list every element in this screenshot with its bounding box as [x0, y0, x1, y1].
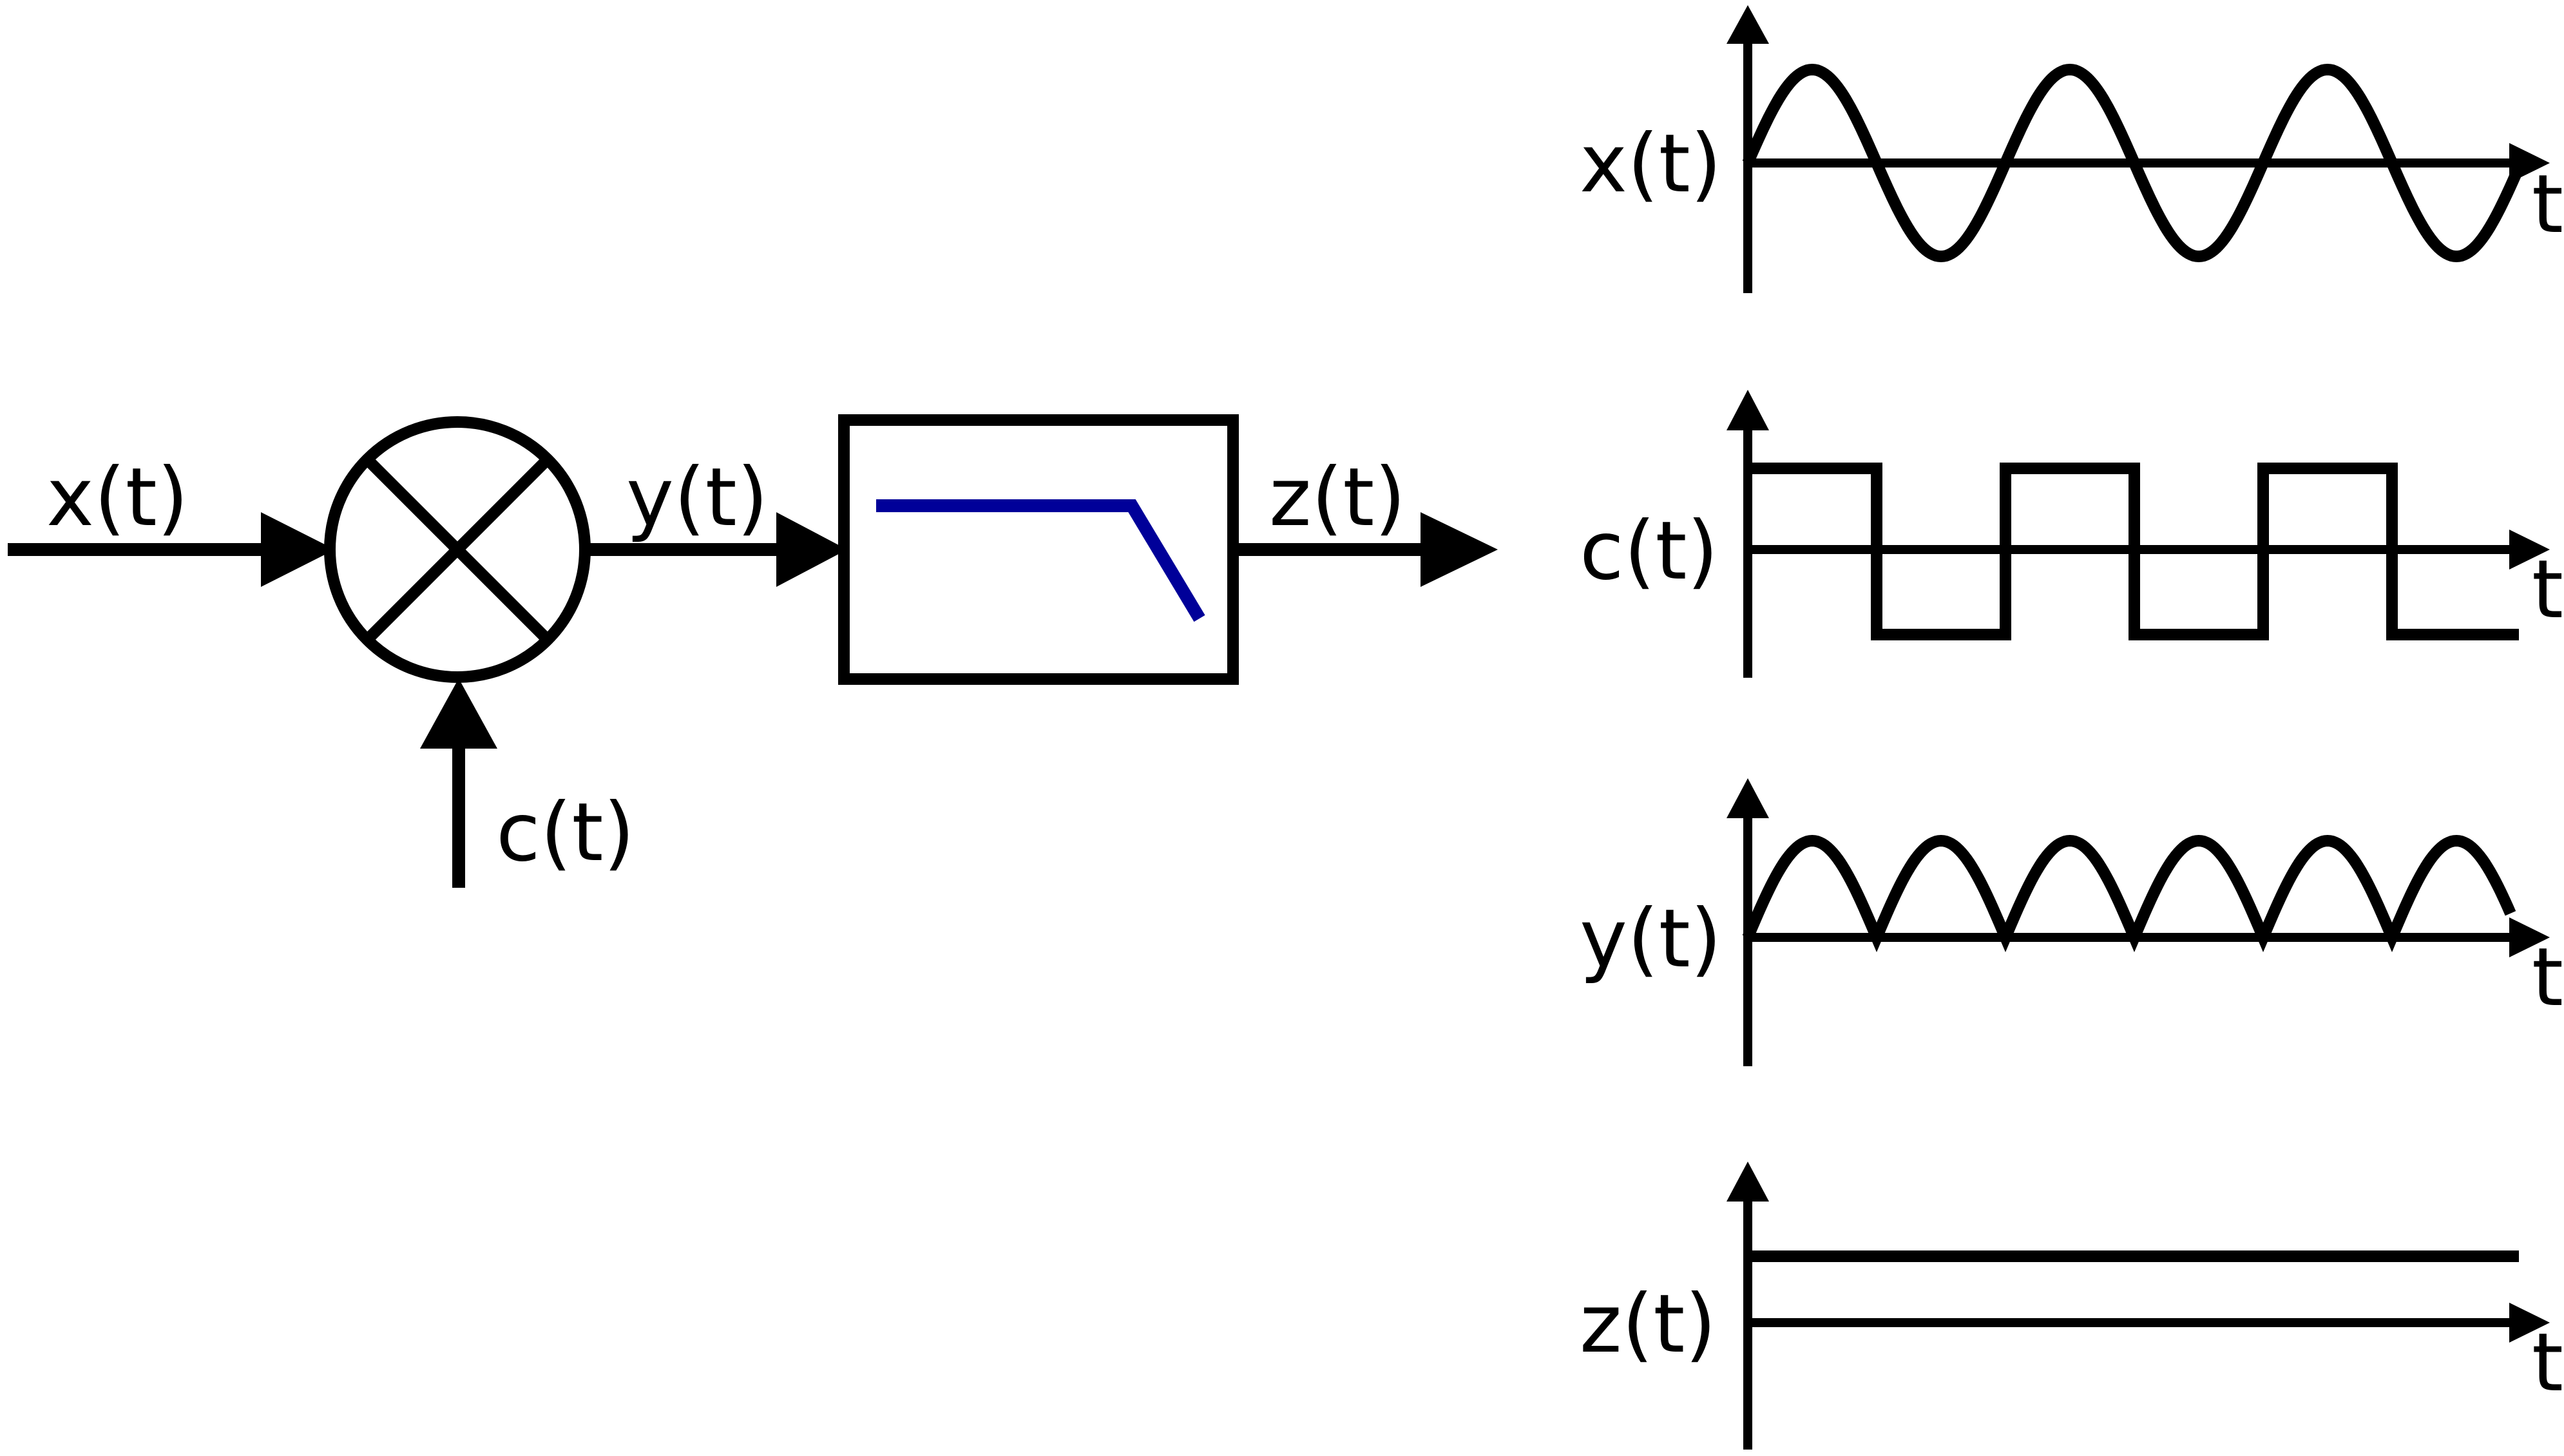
product-signal-label: y(t): [626, 451, 769, 544]
c-plot-t-arrowhead: [2509, 530, 2550, 570]
x-plot-sine-curve: [1742, 63, 2524, 263]
c-plot-y-arrowhead: [1727, 390, 1769, 430]
x-plot-label: x(t): [1580, 117, 1722, 211]
z-plot-y-arrowhead: [1727, 1162, 1769, 1202]
waveform-z: z(t) t: [1580, 1162, 2563, 1450]
z-plot-axis-label: t: [2532, 1316, 2563, 1410]
product-arrowhead: [776, 512, 847, 587]
x-plot-y-arrowhead: [1727, 5, 1769, 44]
z-plot-t-arrowhead: [2509, 1303, 2550, 1343]
c-plot-square-curve: [1748, 463, 2519, 640]
carrier-arrowhead: [420, 678, 497, 749]
waveform-c: c(t) t: [1580, 390, 2563, 678]
y-plot-axis-label: t: [2532, 931, 2563, 1024]
y-plot-rectified-curve: [1742, 834, 2516, 952]
input-signal-label: x(t): [46, 451, 189, 544]
input-arrowhead: [261, 512, 335, 587]
multiplier-circle: [324, 416, 591, 683]
x-plot-axis-label: t: [2532, 158, 2563, 251]
carrier-signal-label: c(t): [496, 786, 635, 879]
c-plot-axis-label: t: [2532, 543, 2563, 637]
output-signal-label: z(t): [1269, 451, 1406, 544]
y-plot-t-arrowhead: [2509, 917, 2550, 957]
z-plot-label: z(t): [1580, 1278, 1716, 1371]
y-plot-y-arrowhead: [1727, 778, 1769, 818]
block-diagram: [8, 414, 1498, 888]
multiplier-cross-b: [363, 455, 552, 644]
x-plot-t-arrowhead: [2509, 143, 2550, 183]
output-arrowhead: [1421, 512, 1498, 587]
waveform-x: x(t) t: [1580, 5, 2563, 293]
waveform-plots: x(t) t c(t) t y(t) t: [1580, 5, 2563, 1450]
lowpass-response-curve: [876, 499, 1205, 622]
y-plot-label: y(t): [1580, 892, 1722, 986]
c-plot-label: c(t): [1580, 504, 1718, 598]
lowpass-filter-box: [838, 414, 1239, 685]
waveform-y: y(t) t: [1580, 778, 2563, 1066]
